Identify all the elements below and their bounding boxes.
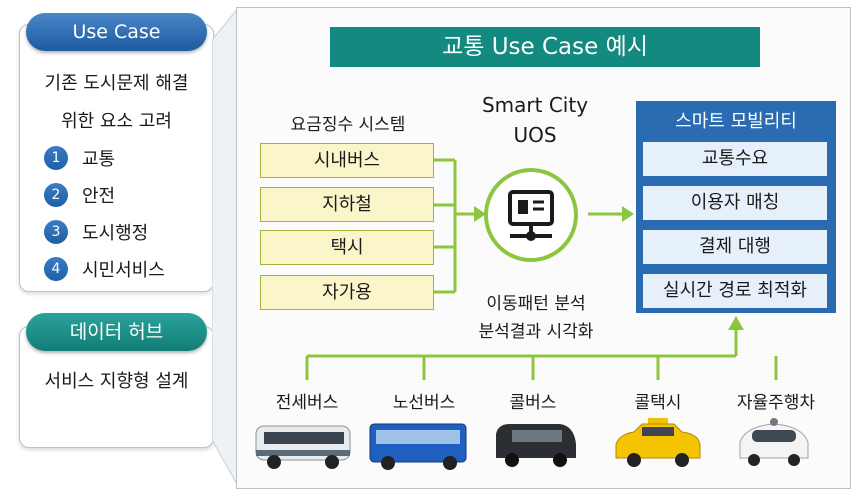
- list-item-label: 시민서비스: [82, 259, 165, 281]
- autonomous-car-icon: [739, 418, 809, 466]
- vehicle-label-route-bus: 노선버스: [392, 393, 456, 413]
- taxi-icon: [615, 418, 701, 467]
- mobility-item: 실시간 경로 최적화: [643, 274, 827, 308]
- list-item: 3 도시행정: [44, 213, 165, 250]
- uos-caption-line-1: 이동패턴 분석: [486, 294, 586, 314]
- fee-item-bus: 시내버스: [260, 143, 434, 178]
- uos-line-2: UOS: [513, 123, 557, 147]
- route-bus-icon: [369, 423, 467, 470]
- data-hub-text: 서비스 지향형 설계: [44, 371, 189, 392]
- arrow-head: [728, 316, 744, 330]
- fee-system-label: 요금징수 시스템: [290, 115, 406, 135]
- list-item-label: 안전: [82, 185, 116, 207]
- uos-line-1: Smart City: [481, 93, 589, 117]
- monitor-network-icon: [508, 190, 554, 241]
- smart-mobility-title: 스마트 모빌리티: [675, 111, 797, 132]
- vehicle-label-autonomous-car: 자율주행차: [736, 393, 816, 413]
- vehicle-label-call-bus: 콜버스: [509, 393, 557, 413]
- use-case-title: Use Case: [26, 13, 207, 51]
- smart-mobility-panel: 스마트 모빌리티 교통수요 이용자 매칭 결제 대행 실시간 경로 최적화: [636, 101, 836, 313]
- fee-item-taxi: 택시: [260, 230, 434, 265]
- list-item-label: 교통: [82, 148, 116, 170]
- fee-item-subway: 지하철: [260, 187, 434, 222]
- main-title: 교통 Use Case 예시: [330, 27, 760, 67]
- list-item-label: 도시행정: [82, 222, 149, 244]
- number-badge: 2: [44, 182, 68, 207]
- list-item: 4 시민서비스: [44, 250, 165, 287]
- arrow-head: [622, 206, 634, 222]
- data-hub-title: 데이터 허브: [26, 313, 207, 351]
- list-item: 2 안전: [44, 176, 165, 213]
- intro-line-2: 위한 요소 고려: [61, 111, 172, 132]
- arrow-head: [474, 206, 486, 222]
- data-hub-card: 데이터 허브 서비스 지향형 설계: [19, 313, 214, 448]
- connector-wedge: [212, 7, 238, 488]
- number-badge: 1: [44, 145, 68, 170]
- number-badge: 3: [44, 219, 68, 244]
- uos-label: Smart City UOS: [470, 90, 600, 150]
- intro-line-1: 기존 도시문제 해결: [44, 73, 189, 94]
- fee-item-car: 자가용: [260, 275, 434, 310]
- vehicle-label-call-taxi: 콜택시: [634, 393, 682, 413]
- mobility-item: 결제 대행: [643, 230, 827, 264]
- list-item: 1 교통: [44, 139, 165, 176]
- uos-caption: 이동패턴 분석 분석결과 시각화: [448, 290, 624, 346]
- use-case-list: 1 교통 2 안전 3 도시행정 4 시민서비스: [44, 139, 165, 287]
- uos-hub: [484, 168, 578, 262]
- charter-bus-icon: [255, 425, 351, 469]
- vehicle-label-charter-bus: 전세버스: [275, 393, 339, 413]
- mobility-item: 이용자 매칭: [643, 186, 827, 220]
- use-case-card: Use Case 기존 도시문제 해결 위한 요소 고려 1 교통 2 안전 3…: [19, 13, 214, 292]
- number-badge: 4: [44, 256, 68, 281]
- uos-caption-line-2: 분석결과 시각화: [478, 322, 594, 342]
- van-icon: [496, 424, 576, 467]
- mobility-item: 교통수요: [643, 142, 827, 176]
